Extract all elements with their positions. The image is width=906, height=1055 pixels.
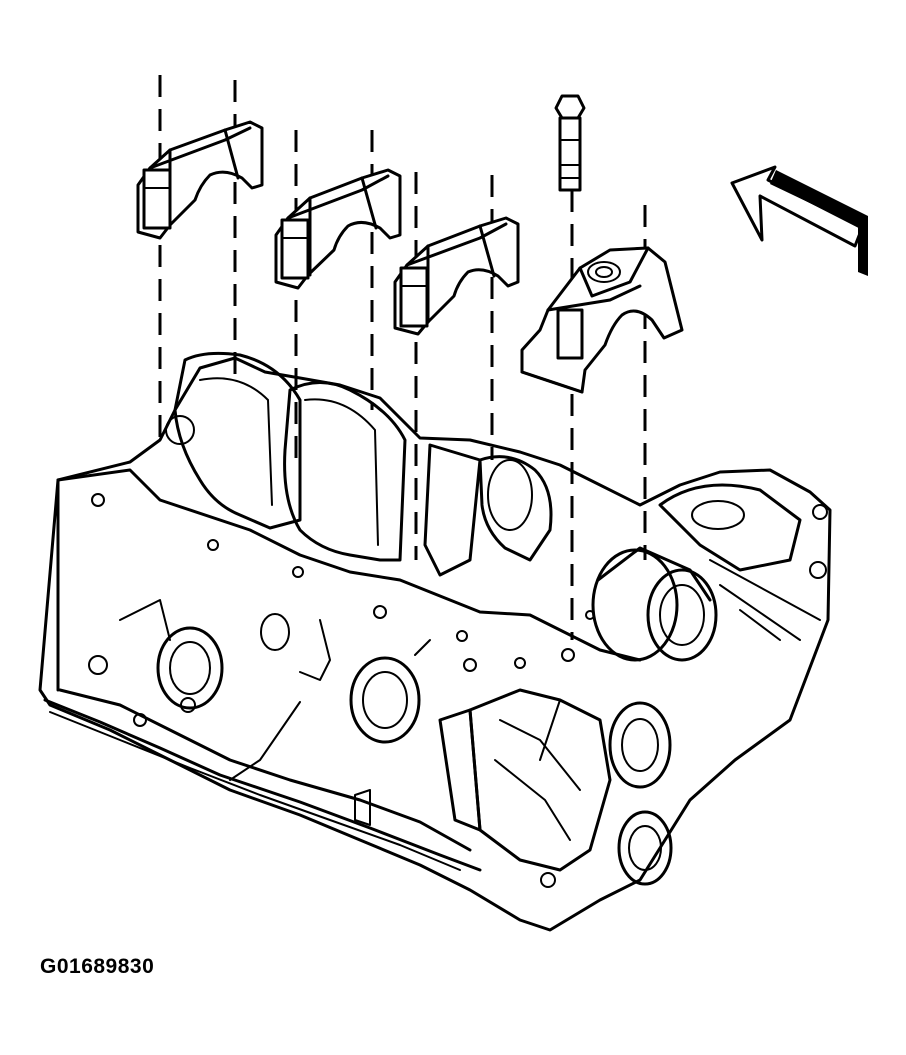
- cap-bolt: [554, 94, 586, 192]
- bearing-cap-1: [136, 120, 264, 240]
- bearing-cap-4-rear: [520, 246, 684, 394]
- figure-id-label: G01689830: [40, 955, 155, 978]
- bearing-cap-3: [393, 216, 520, 336]
- direction-arrow-icon: [730, 165, 868, 276]
- bearing-cap-2: [274, 168, 402, 290]
- engine-block-lower: [38, 351, 832, 932]
